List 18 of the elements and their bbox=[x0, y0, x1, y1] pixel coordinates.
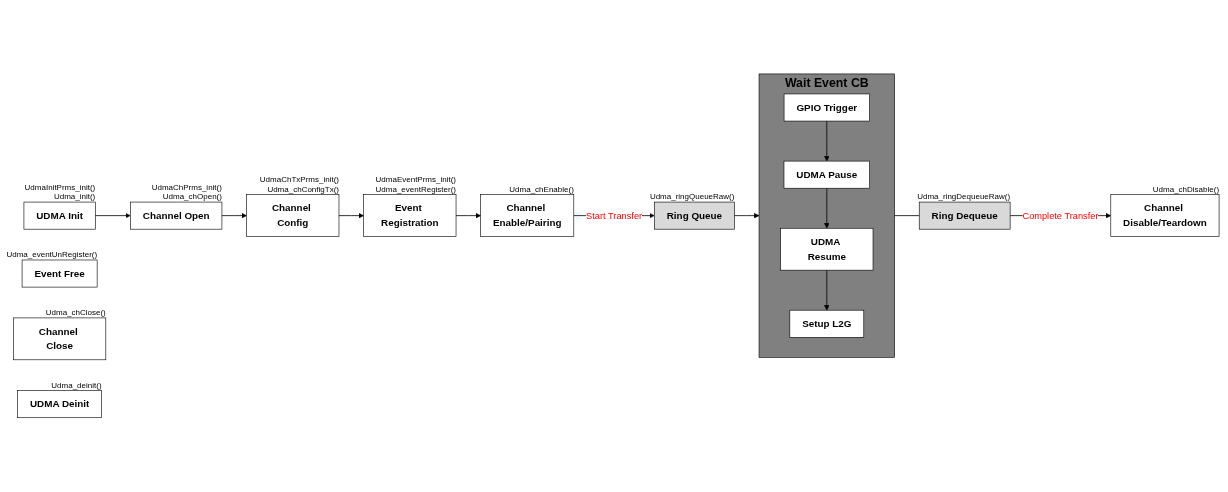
node-box: Channel Open bbox=[130, 201, 223, 230]
node-box: UDMA Resume bbox=[780, 228, 874, 271]
node-box: UDMA Pause bbox=[783, 160, 870, 189]
node-box: Ring Queue bbox=[654, 201, 735, 230]
node-box: GPIO Trigger bbox=[783, 93, 870, 122]
node-box: UDMA Deinit bbox=[17, 390, 102, 419]
node-box: Channel Disable/Teardown bbox=[1110, 194, 1220, 238]
edge-label: Start Transfer bbox=[586, 210, 643, 221]
node-box: Channel Config bbox=[246, 194, 340, 238]
node-box: Ring Dequeue bbox=[918, 201, 1011, 230]
node-box: UDMA Init bbox=[23, 201, 96, 230]
node-box: Event Free bbox=[21, 259, 98, 288]
node-box: Channel Enable/Pairing bbox=[480, 194, 575, 238]
edge-label: Complete Transfer bbox=[1022, 210, 1099, 221]
node-box: Event Registration bbox=[363, 194, 457, 238]
connector bbox=[894, 215, 920, 217]
node-box: Channel Close bbox=[13, 317, 107, 361]
node-box: Setup L2G bbox=[789, 310, 865, 338]
